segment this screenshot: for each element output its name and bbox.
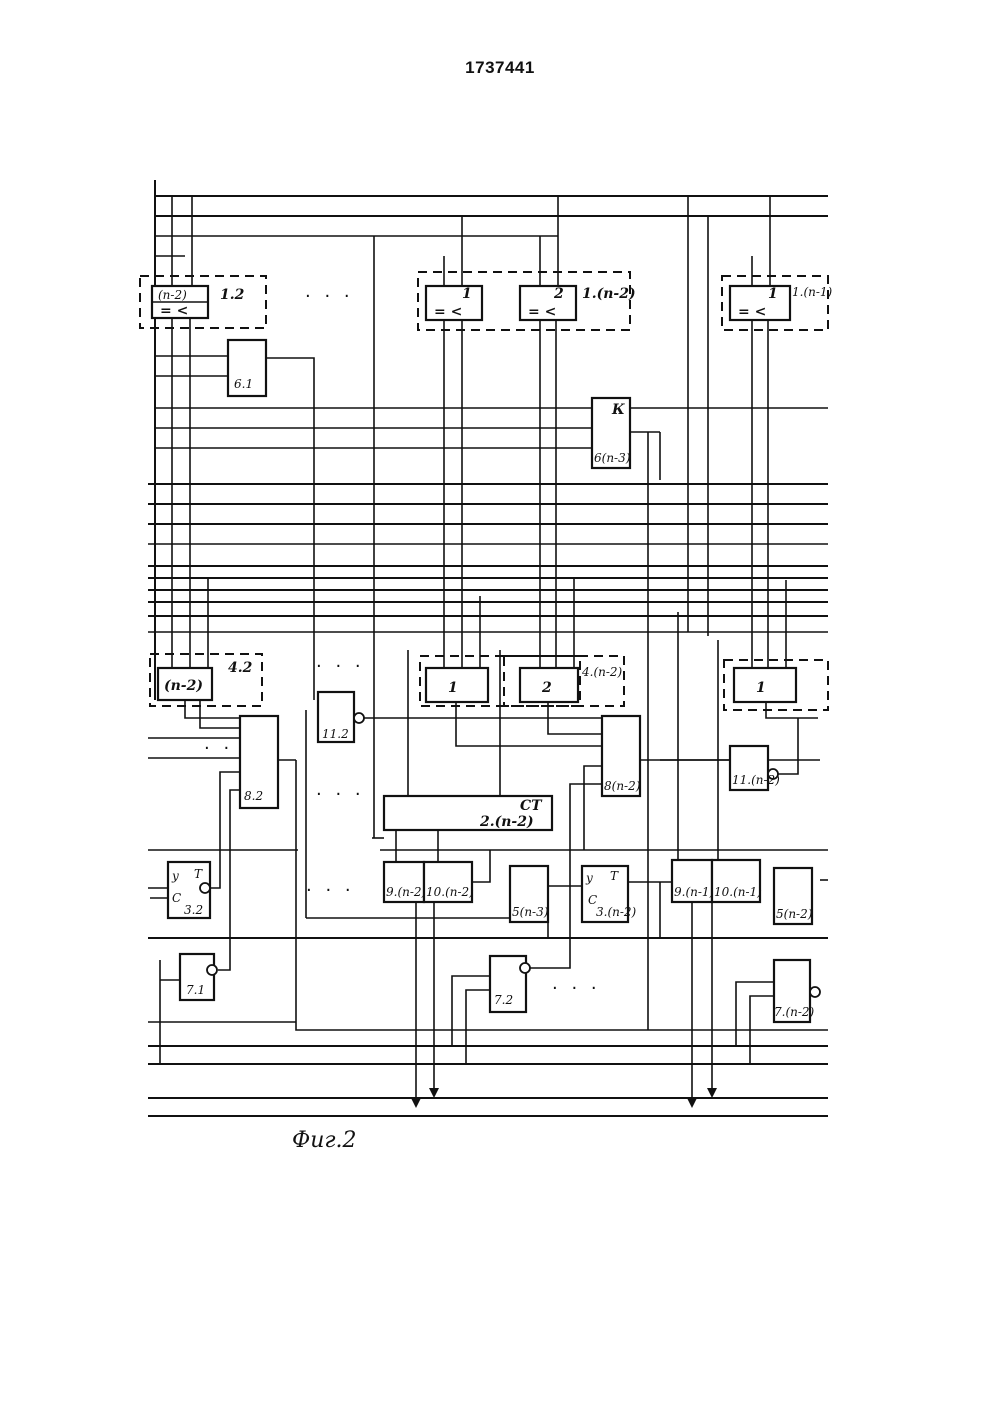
block-4-n2-b-num: 2 [541, 680, 552, 696]
block-7-1-label: 7.1 [186, 983, 205, 997]
comparator-1-n2-b-sym: = < [528, 304, 556, 320]
comparator-1-n2-a-sym: = < [434, 304, 462, 320]
block-11-2-label: 11.2 [322, 727, 349, 741]
block-4-n2-a: 1 [426, 668, 488, 702]
block-6-1: 6.1 [228, 340, 314, 396]
block-4-n2-name: 4.(n-2) [581, 665, 623, 679]
trigger-3-n2-d: y [585, 871, 593, 885]
block-7-n2: 7.(n-2) [648, 960, 828, 1064]
comparator-1-2-sym: = < [160, 303, 188, 319]
comparator-1-n1-name: 1.(n-1) [792, 285, 833, 299]
block-9-n1-label: 9.(n-1) [674, 885, 715, 899]
comparator-1-n2-b-num: 2 [553, 286, 564, 302]
ellipsis-7: · · · [552, 978, 601, 999]
trigger-3-2-t: T [194, 867, 203, 881]
block-8-n2: 8(n-2) [530, 716, 820, 968]
comparator-1-2-name: 1.2 [220, 287, 245, 303]
comparator-1-2: (n-2) = < 1.2 [152, 286, 245, 319]
block-5-n3-label: 5(n-3) [512, 905, 549, 919]
block-6-n3-top: К [611, 402, 625, 418]
trigger-3-n2: y T C 3.(n-2) [548, 866, 672, 922]
trigger-3-2-c: C [172, 891, 181, 905]
block-7-1: 7.1 [160, 954, 217, 1000]
block-9-n2-label: 9.(n-2) [386, 885, 427, 899]
comparator-1-n1: 1 = < 1.(n-1) [730, 285, 833, 320]
block-4-n2-b: 2 4.(n-2) [520, 665, 623, 702]
trigger-3-2-d: y [171, 869, 179, 883]
ellipsis-11: · · · [316, 784, 365, 805]
ellipsis-top: · · · [305, 286, 354, 307]
block-5-n2: 5(n-2) [774, 868, 813, 924]
block-9-n2: 9.(n-2) [384, 862, 427, 1108]
trigger-3-n2-t: T [610, 869, 619, 883]
trigger-3-2: y T C 3.2 [148, 862, 210, 918]
comparator-1-n1-num: 1 [768, 286, 778, 302]
figure-caption: Фиг.2 [292, 1128, 357, 1153]
comparator-1-n2-name: 1.(n-2) [582, 286, 636, 302]
block-11-n2: 11.(n-2) [660, 718, 798, 790]
block-4-2-num: (n-2) [164, 678, 203, 694]
block-9-n1: 9.(n-1) [672, 860, 715, 1108]
block-7-2-label: 7.2 [494, 993, 513, 1007]
counter-ct-title: CT [520, 798, 543, 814]
block-4-n1: 1 [734, 668, 796, 702]
block-11-n2-label: 11.(n-2) [732, 773, 780, 787]
block-5-n2-label: 5(n-2) [776, 907, 813, 921]
block-6-1-label: 6.1 [234, 377, 253, 391]
comparator-1-n2-b: 2 = < 1.(n-2) [520, 286, 636, 320]
block-6-n3-label: 6(n-3) [594, 451, 631, 465]
block-10-n2-label: 10.(n-2) [426, 885, 474, 899]
trigger-3-n2-label: 3.(n-2) [596, 905, 637, 919]
block-4-n2-a-num: 1 [448, 680, 458, 696]
dashed-groups [140, 272, 828, 710]
block-8-n2-label: 8(n-2) [604, 779, 641, 793]
block-10-n1-label: 10.(n-1) [714, 885, 762, 899]
block-5-n3: 5(n-3) [510, 866, 549, 922]
trigger-3-2-label: 3.2 [184, 903, 203, 917]
block-10-n2: 10.(n-2) [424, 850, 490, 1098]
comparator-1-n1-sym: = < [738, 304, 766, 320]
counter-ct: CT 2.(n-2) [372, 796, 552, 862]
block-4-n1-num: 1 [756, 680, 766, 696]
block-10-n1: 10.(n-1) [707, 860, 762, 1098]
ellipsis-bottom: · · · [306, 880, 355, 901]
block-4-2-name: 4.2 [228, 660, 253, 676]
block-7-n2-label: 7.(n-2) [774, 1005, 815, 1019]
block-7-2: 7.2 [452, 956, 530, 1064]
comparator-1-2-num: (n-2) [158, 288, 187, 302]
ellipsis-mid: · · · [316, 656, 365, 677]
comparator-1-n2-a: 1 = < [426, 286, 482, 320]
block-8-2-label: 8.2 [244, 789, 263, 803]
counter-ct-name: 2.(n-2) [479, 814, 534, 830]
comparator-1-n2-a-num: 1 [462, 286, 472, 302]
